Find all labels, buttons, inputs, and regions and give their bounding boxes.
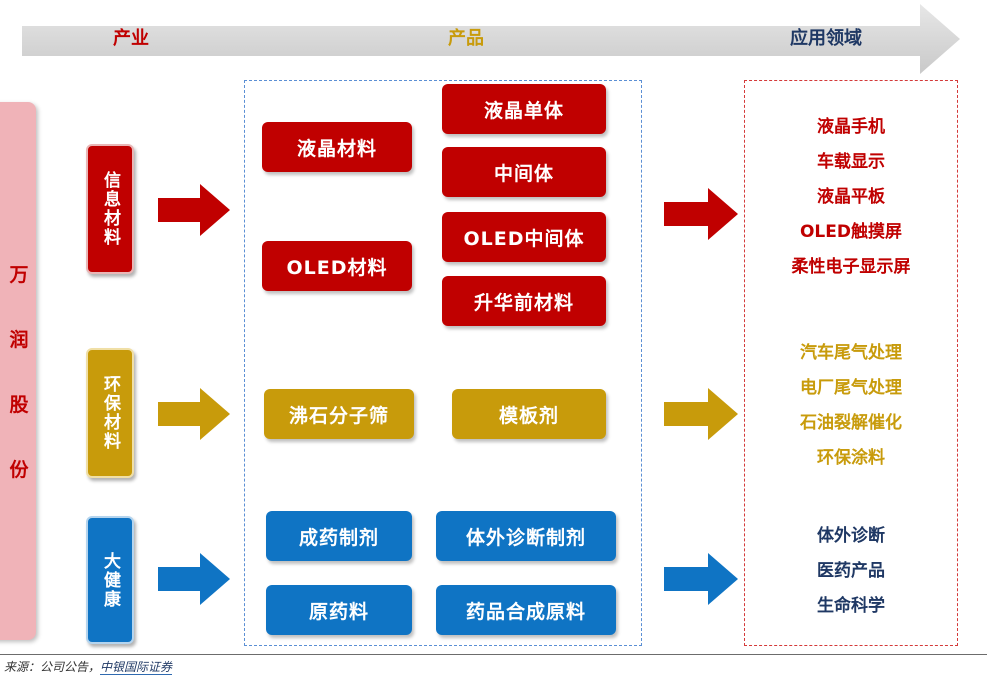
application-item: 柔性电子显示屏 <box>791 257 911 277</box>
application-item: 环保涂料 <box>817 448 885 468</box>
source-prefix: 来源：公司公告， <box>4 660 101 674</box>
product-zeolite: 沸石分子筛 <box>264 389 414 439</box>
category-env-materials: 环保材料 <box>86 348 134 478</box>
application-item: 电厂尾气处理 <box>800 378 902 398</box>
source-divider <box>0 654 987 655</box>
category-info-materials: 信息材料 <box>86 144 134 274</box>
category-health: 大健康 <box>86 516 134 644</box>
product-header: 产品 <box>448 28 484 49</box>
product-oled-materials: OLED材料 <box>262 241 412 291</box>
product-oled-intermediate: OLED中间体 <box>442 212 606 262</box>
product-api: 原药料 <box>266 585 412 635</box>
product-formulation: 成药制剂 <box>266 511 412 561</box>
arrow-right-icon <box>664 188 738 240</box>
company-char: 万 <box>9 264 29 286</box>
product-lc-materials: 液晶材料 <box>262 122 412 172</box>
application-item: 生命科学 <box>817 596 885 616</box>
application-item: 车载显示 <box>817 152 885 172</box>
application-item: 汽车尾气处理 <box>800 343 902 363</box>
product-template-agent: 模板剂 <box>452 389 606 439</box>
arrow-right-icon <box>158 388 230 440</box>
industry-header: 产业 <box>113 28 149 49</box>
application-item: 医药产品 <box>817 561 885 581</box>
product-synthesis-raw: 药品合成原料 <box>436 585 616 635</box>
arrow-right-icon <box>664 553 738 605</box>
arrow-right-icon <box>158 553 230 605</box>
arrow-right-icon <box>664 388 738 440</box>
source-org: 中银国际证券 <box>100 660 173 675</box>
application-item: 液晶平板 <box>817 187 885 207</box>
company-char: 股 <box>9 394 29 416</box>
products-frame <box>244 80 642 646</box>
product-intermediate: 中间体 <box>442 147 606 197</box>
arrow-right-icon <box>158 184 230 236</box>
product-ivd-reagent: 体外诊断制剂 <box>436 511 616 561</box>
application-item: OLED触摸屏 <box>799 222 902 242</box>
application-header: 应用领域 <box>790 28 862 49</box>
header-arrow <box>22 4 960 74</box>
company-panel: 万 润 股 份 <box>0 102 36 640</box>
applications-health: 体外诊断 医药产品 生命科学 <box>744 519 958 624</box>
company-char: 份 <box>9 459 29 481</box>
applications-frame <box>744 80 958 646</box>
application-item: 石油裂解催化 <box>800 413 902 433</box>
application-item: 液晶手机 <box>817 117 885 137</box>
application-item: 体外诊断 <box>817 526 885 546</box>
product-pre-sublimation: 升华前材料 <box>442 276 606 326</box>
source-note: 来源：公司公告，中银国际证券 <box>4 658 173 675</box>
company-char: 润 <box>9 329 29 351</box>
applications-env: 汽车尾气处理 电厂尾气处理 石油裂解催化 环保涂料 <box>744 336 958 476</box>
applications-info: 液晶手机 车载显示 液晶平板 OLED触摸屏 柔性电子显示屏 <box>744 110 958 285</box>
product-lc-monomer: 液晶单体 <box>442 84 606 134</box>
